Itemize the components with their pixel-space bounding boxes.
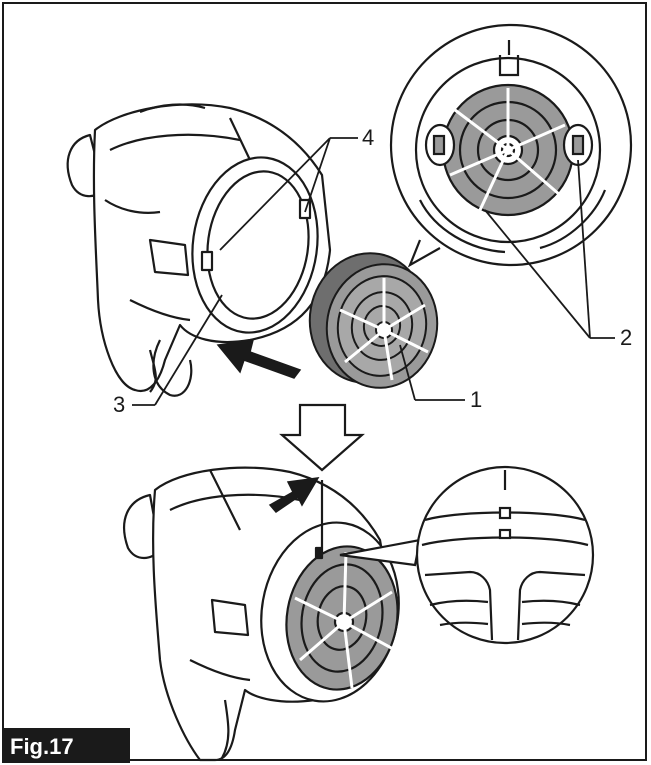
tool-body-bottom <box>123 466 400 762</box>
tool-body-top <box>66 103 332 397</box>
figure-label: Fig.17 <box>2 728 130 763</box>
detail-circle-top <box>389 23 633 268</box>
down-arrow <box>279 403 365 472</box>
leader-lines <box>132 137 615 406</box>
callout-2: 2 <box>620 325 633 350</box>
insert-arrow <box>216 339 302 379</box>
callout-1: 1 <box>470 387 483 412</box>
detail-circle-bottom <box>339 465 595 645</box>
rotate-arrow <box>268 477 320 513</box>
callout-3: 3 <box>113 392 126 417</box>
callout-4: 4 <box>362 125 375 150</box>
filter-cartridge-top <box>308 252 439 389</box>
